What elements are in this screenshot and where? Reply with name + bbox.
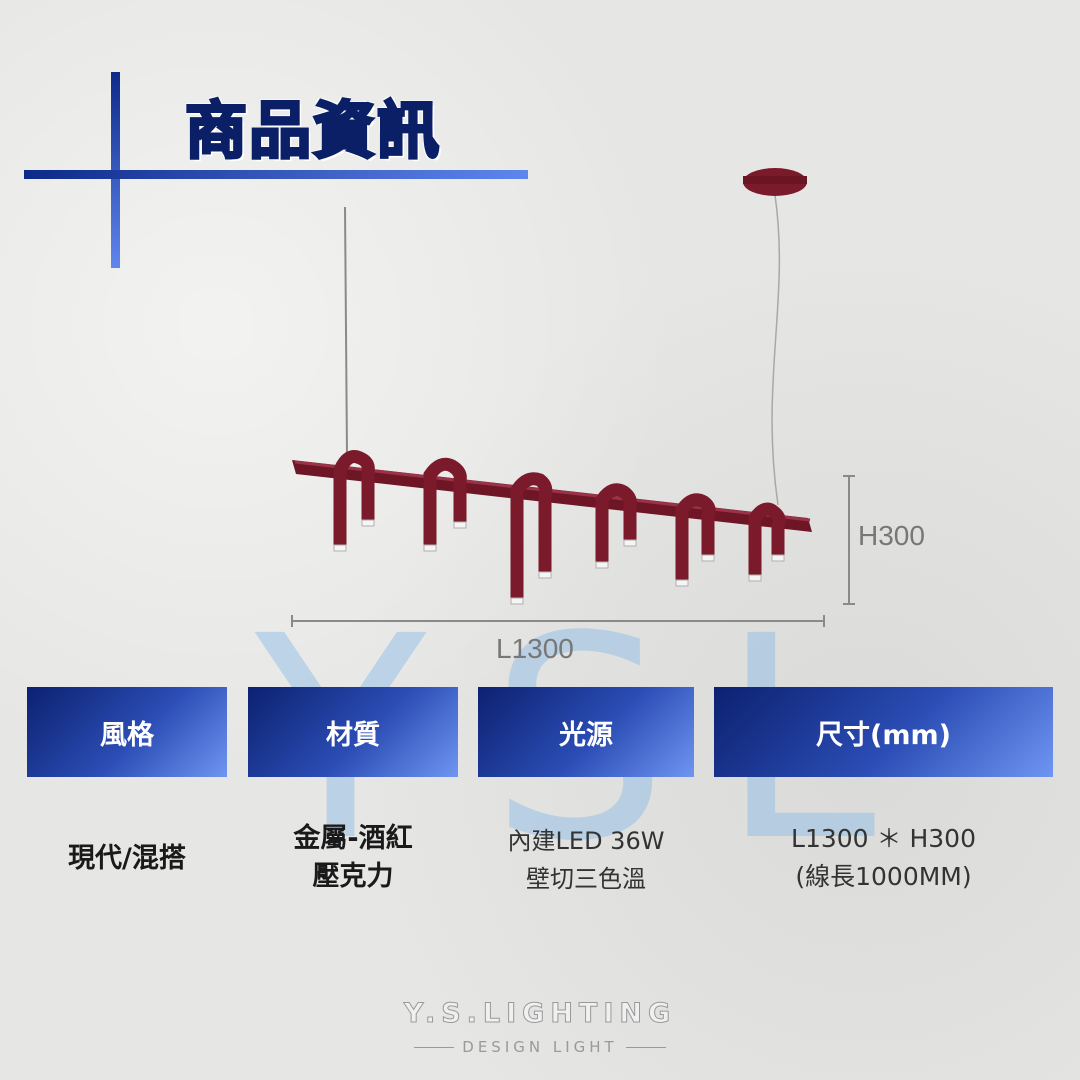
spec-value-material-line2: 壓克力 — [312, 861, 394, 892]
spec-value-material-line1: 金屬-酒紅 — [293, 823, 413, 854]
frame-horizontal-bar — [24, 170, 528, 179]
tagline-rule-left — [414, 1047, 455, 1048]
spec-value-light-line1: 內建LED 36W — [507, 827, 665, 855]
hook-tubes — [333, 450, 786, 600]
spec-value-light-line2: 壁切三色溫 — [526, 865, 646, 893]
spec-header-size: 尺寸(mm) — [714, 687, 1053, 777]
page-title: 商品資訊 — [183, 93, 442, 169]
length-dimension-label: L1300 — [496, 633, 574, 664]
spec-value-style: 現代/混搭 — [27, 840, 227, 878]
spec-value-material: 金屬-酒紅 壓克力 — [248, 820, 458, 896]
brand-logo: Y.S.LIGHTING — [403, 998, 677, 1030]
right-wire — [771, 194, 781, 506]
spec-header-style: 風格 — [27, 687, 227, 777]
spec-value-style-text: 現代/混搭 — [68, 843, 186, 874]
height-dimension-label: H300 — [858, 520, 925, 551]
spec-value-size: L1300 ＊ H300 (線長1000MM) — [714, 820, 1053, 896]
tagline-rule-right — [625, 1047, 666, 1048]
spec-value-size-line2: (線長1000MM) — [795, 862, 972, 891]
led-tips — [333, 519, 785, 605]
spec-value-light: 內建LED 36W 壁切三色溫 — [478, 822, 694, 898]
left-wire — [344, 206, 348, 456]
brand-tagline: DESIGN LIGHT — [0, 1038, 1080, 1056]
dimension-lines — [291, 475, 855, 627]
spec-value-size-line1: L1300 ＊ H300 — [791, 824, 976, 853]
spec-header-light: 光源 — [478, 687, 694, 777]
brand-tagline-text: DESIGN LIGHT — [462, 1038, 618, 1056]
spec-header-material: 材質 — [248, 687, 458, 777]
